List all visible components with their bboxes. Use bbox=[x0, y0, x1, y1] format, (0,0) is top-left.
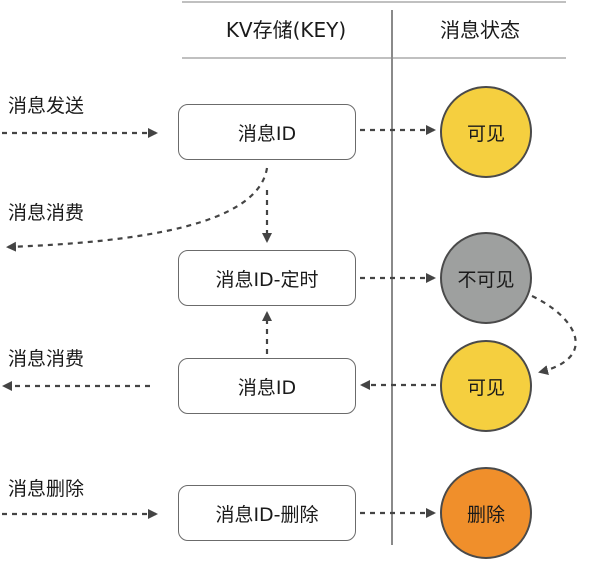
status-column-header: 消息状态 bbox=[440, 18, 520, 42]
kv-box-msg-id-2: 消息ID bbox=[178, 358, 356, 414]
label-consume-2: 消息消费 bbox=[8, 348, 85, 370]
label-send: 消息发送 bbox=[8, 95, 85, 117]
consume-curve-arrow bbox=[6, 167, 269, 252]
state-circle-visible-1: 可见 bbox=[440, 86, 532, 178]
state2-to-state3-arrow bbox=[531, 295, 577, 375]
label-consume-1: 消息消费 bbox=[8, 202, 85, 224]
kv-box-msg-id-1: 消息ID bbox=[178, 104, 356, 160]
state-circle-deleted: 删除 bbox=[440, 467, 532, 559]
state-circle-visible-2: 可见 bbox=[440, 340, 532, 432]
label-delete: 消息删除 bbox=[8, 478, 85, 500]
kv-box-msg-id-delete: 消息ID-删除 bbox=[178, 485, 356, 541]
kv-box-msg-id-timer: 消息ID-定时 bbox=[178, 250, 356, 306]
state-circle-invisible: 不可见 bbox=[440, 232, 532, 324]
kv-column-header: KV存储(KEY) bbox=[225, 18, 347, 42]
